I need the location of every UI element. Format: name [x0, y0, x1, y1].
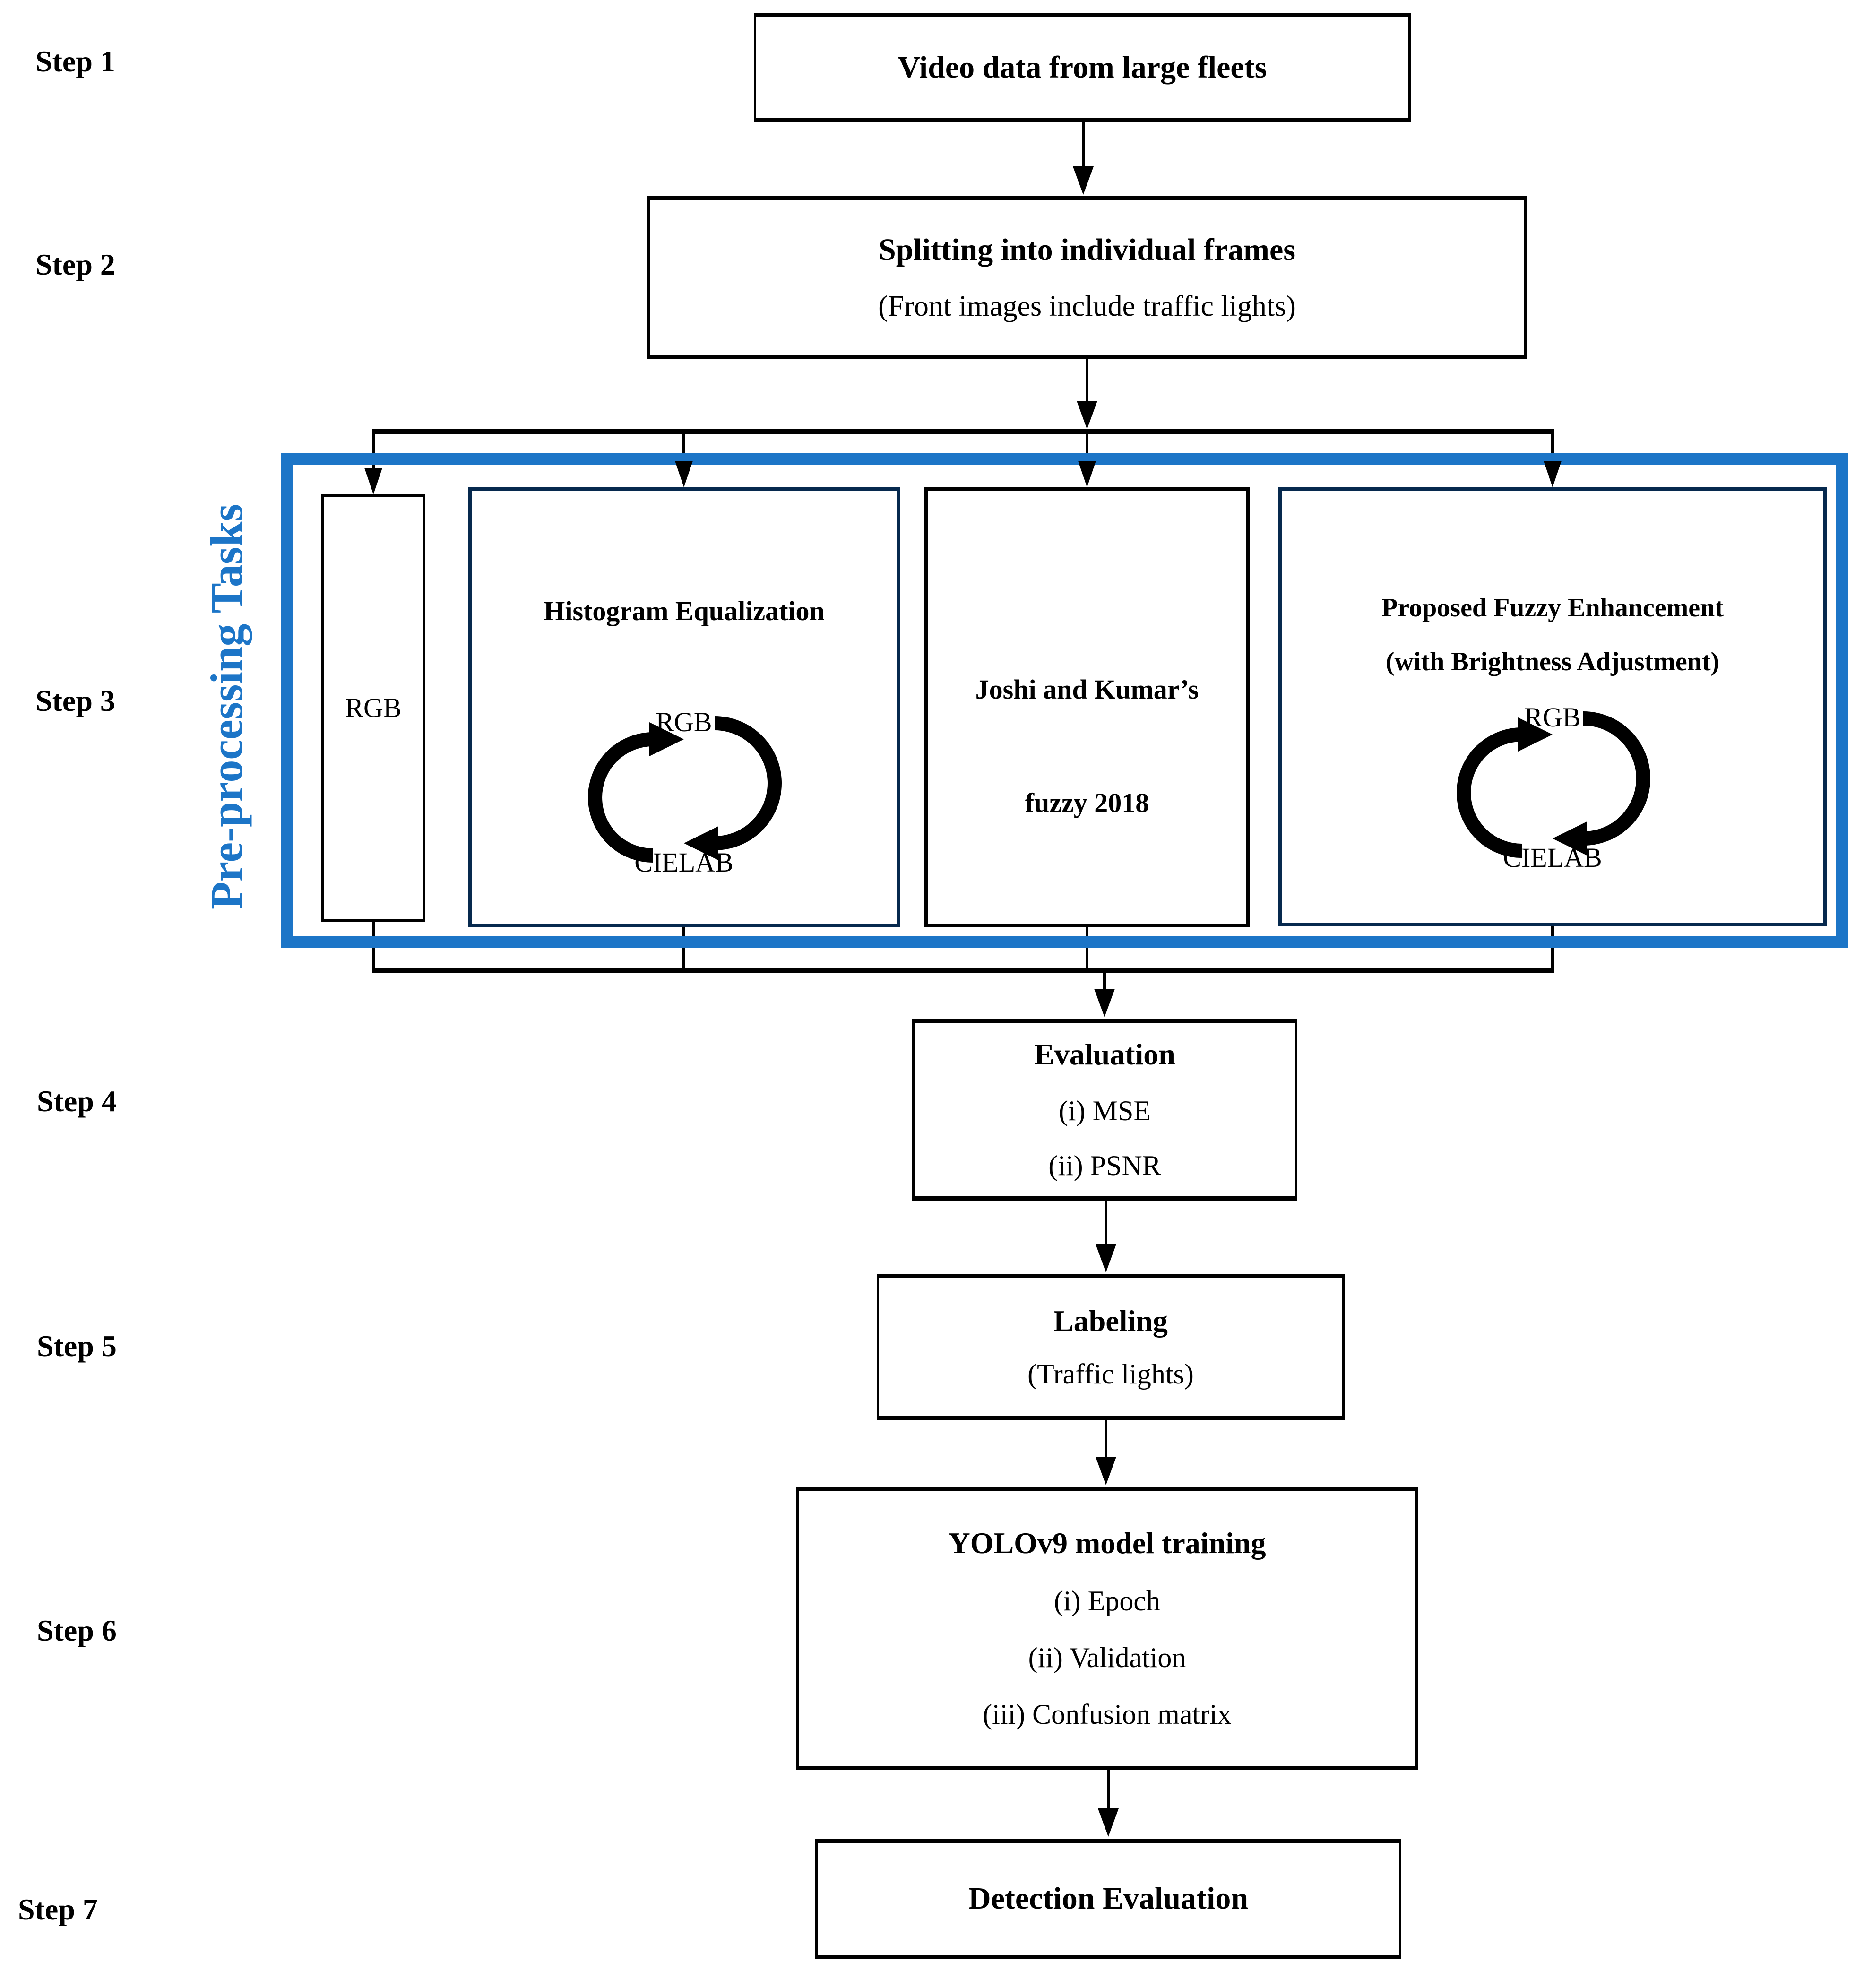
- step-label-7: Step 7: [18, 1893, 98, 1926]
- arrow-down-icon: [1096, 1457, 1116, 1485]
- connector-line: [1086, 432, 1088, 465]
- box-detection-evaluation: Detection Evaluation: [815, 1839, 1401, 1959]
- step-label-1: Step 1: [35, 44, 115, 78]
- box-video-data: Video data from large fleets: [754, 13, 1411, 122]
- box-splitting-frames: Splitting into individual frames (Front …: [647, 196, 1527, 359]
- evaluation-title: Evaluation: [1034, 1037, 1175, 1072]
- step-label-5: Step 5: [37, 1329, 117, 1363]
- box-splitting-subtitle: (Front images include traffic lights): [878, 290, 1296, 322]
- connector-line: [1105, 1201, 1107, 1245]
- box-labeling: Labeling (Traffic lights): [877, 1274, 1345, 1420]
- histogram-equalization-title: Histogram Equalization: [544, 596, 825, 626]
- cycle-top-label: RGB: [1524, 702, 1581, 733]
- box-joshi-kumar-fuzzy: Joshi and Kumar’s fuzzy 2018: [924, 487, 1250, 927]
- box-histogram-equalization: Histogram Equalization RGB CIELAB: [468, 487, 900, 927]
- cycle-top-label: RGB: [656, 707, 712, 737]
- arrow-down-icon: [364, 468, 382, 494]
- arrow-down-icon: [1098, 1808, 1119, 1837]
- yolov9-item-epoch: (i) Epoch: [1054, 1585, 1160, 1617]
- joshi-line2: fuzzy 2018: [1025, 787, 1149, 818]
- connector-line: [1105, 1420, 1107, 1457]
- box-splitting-title: Splitting into individual frames: [878, 233, 1295, 268]
- proposed-line2: (with Brightness Adjustment): [1385, 647, 1720, 676]
- connector-line: [1082, 122, 1085, 167]
- rgb-cielab-cycle: RGB CIELAB: [1401, 695, 1704, 874]
- arrow-down-icon: [1094, 989, 1115, 1017]
- connector-line: [372, 432, 375, 470]
- connector-line: [1551, 926, 1554, 971]
- box-video-data-title: Video data from large fleets: [897, 50, 1267, 85]
- connector-line: [1551, 432, 1554, 465]
- preprocessing-group-box: [281, 453, 1848, 948]
- box-yolov9-training: YOLOv9 model training (i) Epoch (ii) Val…: [796, 1487, 1418, 1770]
- yolov9-item-confusion-matrix: (iii) Confusion matrix: [983, 1699, 1232, 1730]
- detection-evaluation-title: Detection Evaluation: [968, 1881, 1249, 1916]
- connector-line: [682, 927, 685, 971]
- arrow-down-icon: [1077, 401, 1097, 429]
- cycle-arrows-icon: [1457, 711, 1650, 858]
- box-proposed-fuzzy-enhancement: Proposed Fuzzy Enhancement (with Brightn…: [1278, 487, 1827, 926]
- yolov9-item-validation: (ii) Validation: [1028, 1642, 1186, 1674]
- arrow-down-icon: [1544, 461, 1562, 487]
- labeling-title: Labeling: [1053, 1304, 1168, 1338]
- labeling-subtitle: (Traffic lights): [1027, 1358, 1194, 1390]
- box-rgb-label: RGB: [345, 692, 402, 723]
- step-label-3: Step 3: [35, 684, 115, 717]
- cycle-arrows-icon: [588, 716, 782, 863]
- connector-line: [1103, 971, 1106, 991]
- connector-line: [1086, 359, 1088, 403]
- box-evaluation: Evaluation (i) MSE (ii) PSNR: [912, 1019, 1297, 1201]
- rgb-cielab-cycle: RGB CIELAB: [533, 700, 835, 879]
- arrow-down-icon: [1096, 1244, 1116, 1272]
- joshi-line1: Joshi and Kumar’s: [975, 674, 1199, 705]
- arrow-down-icon: [675, 461, 693, 487]
- merge-line: [372, 968, 1554, 973]
- connector-line: [1107, 1770, 1110, 1809]
- connector-line: [682, 432, 685, 465]
- arrow-down-icon: [1078, 461, 1096, 487]
- yolov9-title: YOLOv9 model training: [948, 1526, 1266, 1560]
- evaluation-item-psnr: (ii) PSNR: [1048, 1150, 1161, 1181]
- cycle-bottom-label: CIELAB: [1503, 842, 1602, 873]
- step-label-2: Step 2: [35, 248, 115, 281]
- step-label-6: Step 6: [37, 1614, 117, 1647]
- proposed-line1: Proposed Fuzzy Enhancement: [1381, 593, 1724, 622]
- step-label-4: Step 4: [37, 1084, 117, 1118]
- box-rgb: RGB: [321, 494, 425, 922]
- cycle-bottom-label: CIELAB: [634, 847, 734, 878]
- evaluation-item-mse: (i) MSE: [1059, 1095, 1151, 1126]
- arrow-down-icon: [1073, 166, 1094, 195]
- preprocessing-group-label: Pre-processing Tasks: [201, 504, 252, 909]
- connector-line: [1086, 927, 1088, 971]
- distribution-line: [372, 429, 1554, 434]
